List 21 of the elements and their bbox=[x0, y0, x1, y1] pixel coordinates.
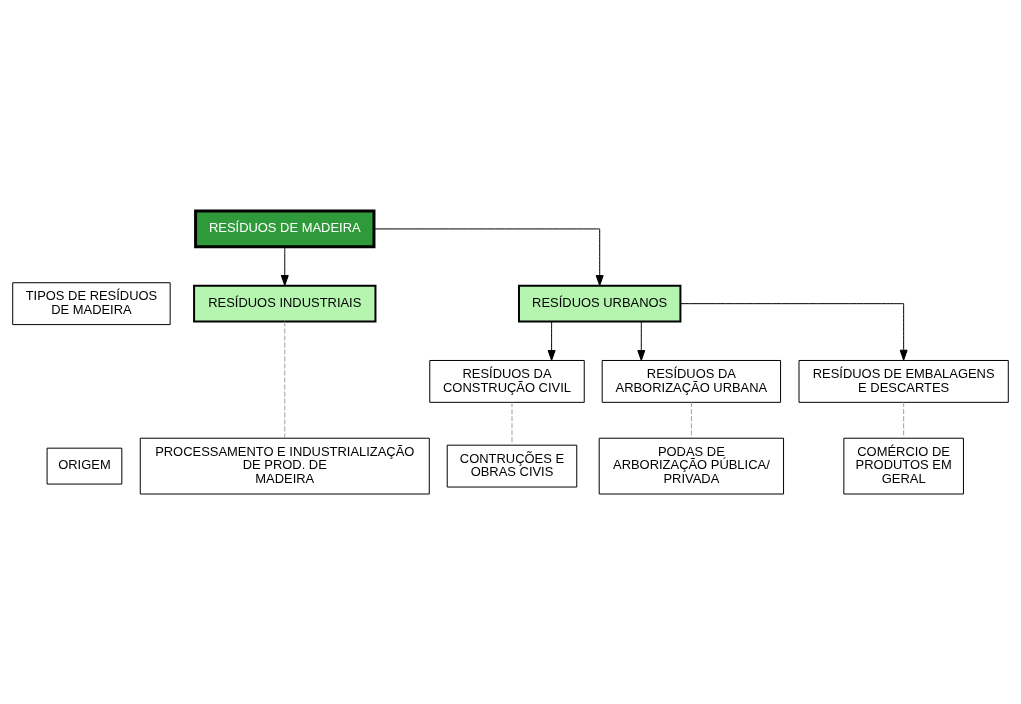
node-box: CONTRUÇÕES E OBRAS CIVIS bbox=[446, 444, 578, 488]
node-box: RESÍDUOS DE EMBALAGENS E DESCARTES bbox=[798, 359, 1009, 403]
node-box: RESÍDUOS DA CONSTRUÇÃO CIVIL bbox=[429, 359, 585, 403]
connector bbox=[284, 320, 286, 438]
connector bbox=[690, 401, 692, 439]
arrow bbox=[680, 302, 908, 361]
node-box: ORIGEM bbox=[46, 447, 123, 485]
arrow bbox=[280, 246, 289, 286]
arrow bbox=[637, 320, 646, 361]
arrow bbox=[373, 227, 604, 286]
node-box: RESÍDUOS DE MADEIRA bbox=[194, 209, 376, 248]
node-box: PROCESSAMENTO E INDUSTRIALIZAÇÃO DE PROD. DE MADEIRA bbox=[139, 437, 430, 494]
connector bbox=[903, 401, 905, 439]
node-box: RESÍDUOS DA ARBORIZAÇÃO URBANA bbox=[601, 359, 782, 403]
node-box: TIPOS DE RESÍDUOS DE MADEIRA bbox=[12, 281, 171, 325]
connector bbox=[511, 401, 513, 446]
node-box: RESÍDUOS URBANOS bbox=[517, 284, 682, 323]
node-box: COMÉRCIO DE PRODUTOS EM GERAL bbox=[843, 437, 964, 494]
node-box: PODAS DE ARBORIZAÇÃO PÚBLICA/ PRIVADA bbox=[598, 437, 785, 494]
node-box: RESÍDUOS INDUSTRIAIS bbox=[193, 284, 377, 323]
arrow bbox=[547, 320, 556, 361]
